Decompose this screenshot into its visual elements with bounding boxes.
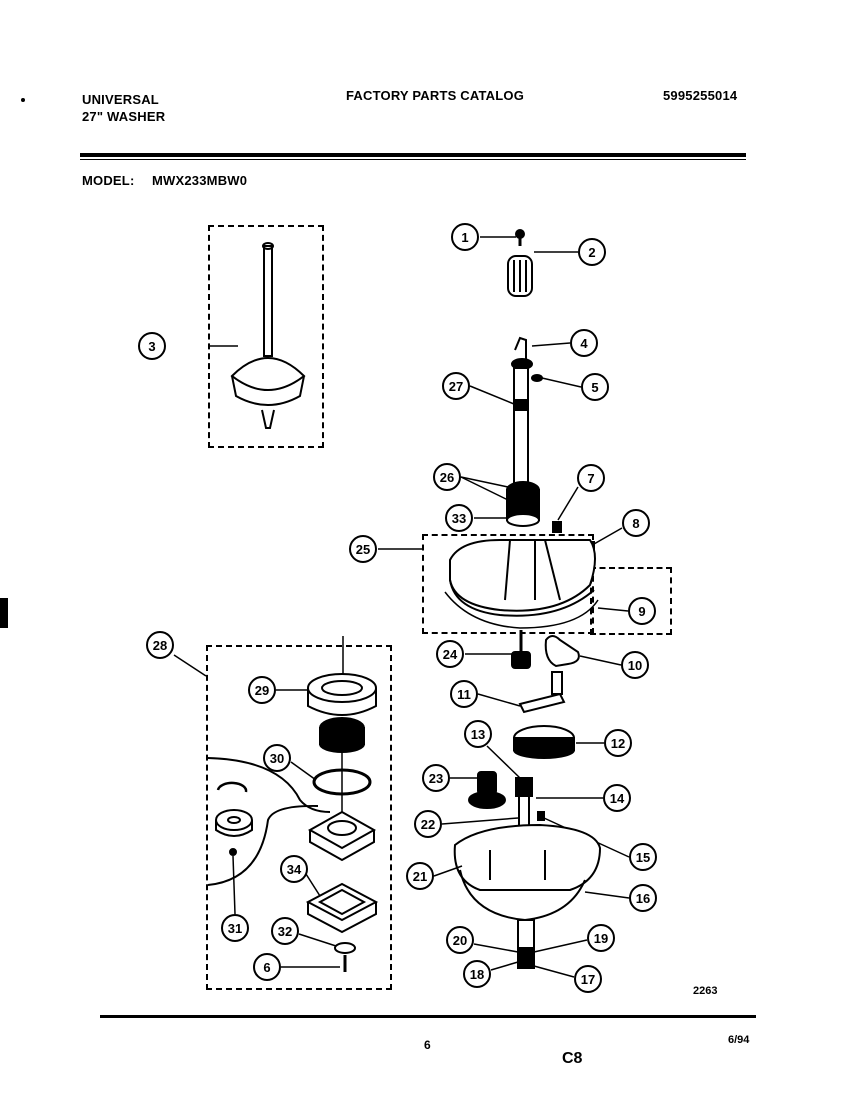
callout-25: 25 [349,535,377,563]
callout-10: 10 [621,651,649,679]
callout-4: 4 [570,329,598,357]
callout-8: 8 [622,509,650,537]
callout-12: 12 [604,729,632,757]
callout-3: 3 [138,332,166,360]
callout-22: 22 [414,810,442,838]
callout-24: 24 [436,640,464,668]
brand-label: UNIVERSAL [82,92,159,107]
scan-speck [21,98,25,102]
section-code: C8 [562,1050,583,1067]
page-mark: 6 [424,1038,431,1052]
model-label: MODEL: [82,173,135,188]
callout-19: 19 [587,924,615,952]
callout-26: 26 [433,463,461,491]
callout-2: 2 [578,238,606,266]
group-box-gasket [590,567,672,635]
group-box-transmission-cover [422,534,594,634]
callout-1: 1 [451,223,479,251]
drawing-number: 2263 [693,985,718,997]
group-box-seal-kit [206,645,392,990]
callout-15: 15 [629,843,657,871]
group-box-agitator-shaft [208,225,324,448]
callout-9: 9 [628,597,656,625]
callout-28: 28 [146,631,174,659]
callout-7: 7 [577,464,605,492]
callout-16: 16 [629,884,657,912]
callout-20: 20 [446,926,474,954]
catalog-number: 5995255014 [663,88,738,103]
callout-17: 17 [574,965,602,993]
callout-33: 33 [445,504,473,532]
callout-27: 27 [442,372,470,400]
header-rule [80,153,746,157]
footer-rule [100,1015,756,1018]
callout-6: 6 [253,953,281,981]
callout-31: 31 [221,914,249,942]
header-rule-thin [80,159,746,160]
product-label: 27" WASHER [82,109,166,124]
model-value: MWX233MBW0 [152,173,248,188]
callout-21: 21 [406,862,434,890]
callout-11: 11 [450,680,478,708]
callout-14: 14 [603,784,631,812]
scan-edge-mark [0,598,8,628]
callout-13: 13 [464,720,492,748]
callout-30: 30 [263,744,291,772]
revision-date: 6/94 [728,1034,750,1046]
callout-29: 29 [248,676,276,704]
callout-18: 18 [463,960,491,988]
callout-34: 34 [280,855,308,883]
catalog-title: FACTORY PARTS CATALOG [346,88,525,103]
callout-5: 5 [581,373,609,401]
callout-32: 32 [271,917,299,945]
callout-23: 23 [422,764,450,792]
